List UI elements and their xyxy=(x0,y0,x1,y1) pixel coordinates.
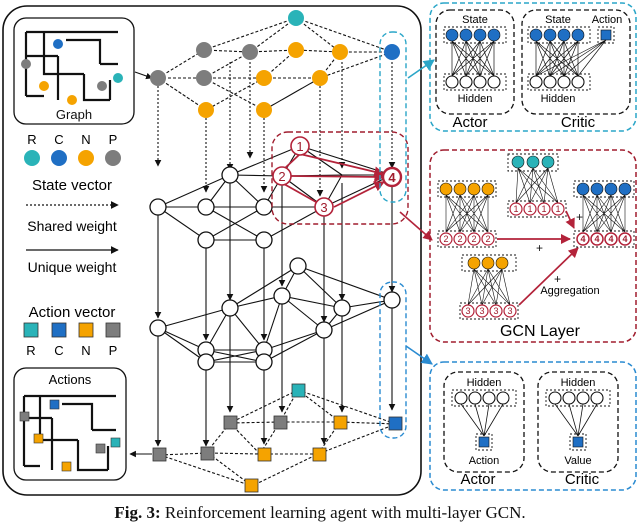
action-vector-label: Action vector xyxy=(29,304,116,321)
head-actor-hidden-label: Hidden xyxy=(467,377,502,389)
critic-action-label: Action xyxy=(592,14,623,26)
highlight-node-4-label: 4 xyxy=(388,170,396,185)
action-vector-legend: Action vector R C N P xyxy=(23,304,121,358)
head-value-label: Value xyxy=(564,455,591,467)
critic-label: Critic xyxy=(561,114,596,131)
blue-selection xyxy=(379,281,407,439)
highlight-node-3-label: 3 xyxy=(320,200,327,215)
action-squares xyxy=(152,383,403,493)
hidden-nodes-layer1 xyxy=(149,166,273,249)
gcn-left-node-b: 2 xyxy=(457,234,462,244)
critic-hidden-label: Hidden xyxy=(541,93,576,105)
gcn-right-node-a: 4 xyxy=(580,234,585,244)
head-action-label: Action xyxy=(469,455,500,467)
gcn-layer-title: GCN Layer xyxy=(500,323,581,340)
gcn-stack xyxy=(129,17,397,487)
caption-text: Reinforcement learning agent with multi-… xyxy=(160,503,526,522)
gcn-bottom-node-c: 3 xyxy=(493,306,498,316)
highlight-node-3 xyxy=(314,197,334,217)
red-connector xyxy=(399,211,433,241)
gcn-right-node-d: 4 xyxy=(622,234,627,244)
main-frame xyxy=(2,5,422,496)
node-type-C: C xyxy=(54,132,63,147)
actor-state-label: State xyxy=(462,14,488,26)
weight-legend: Shared weight Unique weight xyxy=(26,201,119,275)
highlight-node-4 xyxy=(381,166,403,188)
actions-legend: Actions xyxy=(13,367,127,481)
gcn-plus-2: + xyxy=(536,241,543,255)
gcn-bottom-node-b: 3 xyxy=(479,306,484,316)
caption-prefix: Fig. 3: xyxy=(114,503,161,522)
gcn-layer-panel: 1 1 1 1 2 2 2 2 4 4 4 4 xyxy=(429,149,637,343)
hidden-nodes-layer2 xyxy=(149,257,401,371)
gcn-plus-3: + xyxy=(554,272,561,286)
highlight-node-2 xyxy=(272,166,292,186)
blue-connector xyxy=(405,345,433,365)
figure-caption: Fig. 3: Reinforcement learning agent wit… xyxy=(0,503,640,523)
gcn-left-node-c: 2 xyxy=(471,234,476,244)
actor-hidden-label: Hidden xyxy=(458,93,493,105)
critic-state-label: State xyxy=(545,14,571,26)
gcn-bottom-node-a: 3 xyxy=(465,306,470,316)
graph-label: Graph xyxy=(56,107,92,122)
action-type-R: R xyxy=(26,343,35,358)
gcn-top-node-a: 1 xyxy=(513,204,518,214)
state-nodes xyxy=(150,10,400,118)
graph-legend: Graph xyxy=(13,17,135,125)
gcn-left-node-d: 2 xyxy=(485,234,490,244)
gcn-top-node-c: 1 xyxy=(541,204,546,214)
gcn-left-node-a: 2 xyxy=(443,234,448,244)
node-type-legend: R C N P State vector xyxy=(24,132,121,194)
highlight-node-1 xyxy=(290,136,310,156)
node-type-P: P xyxy=(109,132,118,147)
gcn-top-node-b: 1 xyxy=(527,204,532,214)
gcn-top-node-d: 1 xyxy=(555,204,560,214)
highlight-subgraph: 1 2 3 4 xyxy=(271,131,409,225)
output-heads-panel: Hidden Action Actor Hidden Value Critic xyxy=(429,361,637,491)
action-type-C: C xyxy=(54,343,63,358)
node-type-R: R xyxy=(27,132,36,147)
head-critic-label: Critic xyxy=(565,471,600,488)
head-actor-label: Actor xyxy=(460,471,495,488)
aggregation-label: Aggregation xyxy=(540,285,599,297)
action-type-N: N xyxy=(81,343,90,358)
head-critic-hidden-label: Hidden xyxy=(561,377,596,389)
gcn-right-node-b: 4 xyxy=(594,234,599,244)
teal-connector xyxy=(407,59,435,79)
teal-selection xyxy=(379,31,407,203)
state-vector-label: State vector xyxy=(32,177,112,194)
actions-label: Actions xyxy=(49,372,92,387)
gcn-bottom-node-d: 3 xyxy=(507,306,512,316)
actor-label: Actor xyxy=(452,114,487,131)
highlight-node-2-label: 2 xyxy=(278,169,285,184)
unique-weight-label: Unique weight xyxy=(28,259,117,275)
gcn-right-node-c: 4 xyxy=(608,234,613,244)
shared-weight-label: Shared weight xyxy=(27,218,117,234)
highlight-node-1-label: 1 xyxy=(296,139,303,154)
actor-critic-panel: State Hidden Actor State Action Hidden xyxy=(429,2,637,132)
gcn-plus-1: + xyxy=(576,210,583,224)
node-type-N: N xyxy=(81,132,90,147)
action-type-P: P xyxy=(109,343,118,358)
